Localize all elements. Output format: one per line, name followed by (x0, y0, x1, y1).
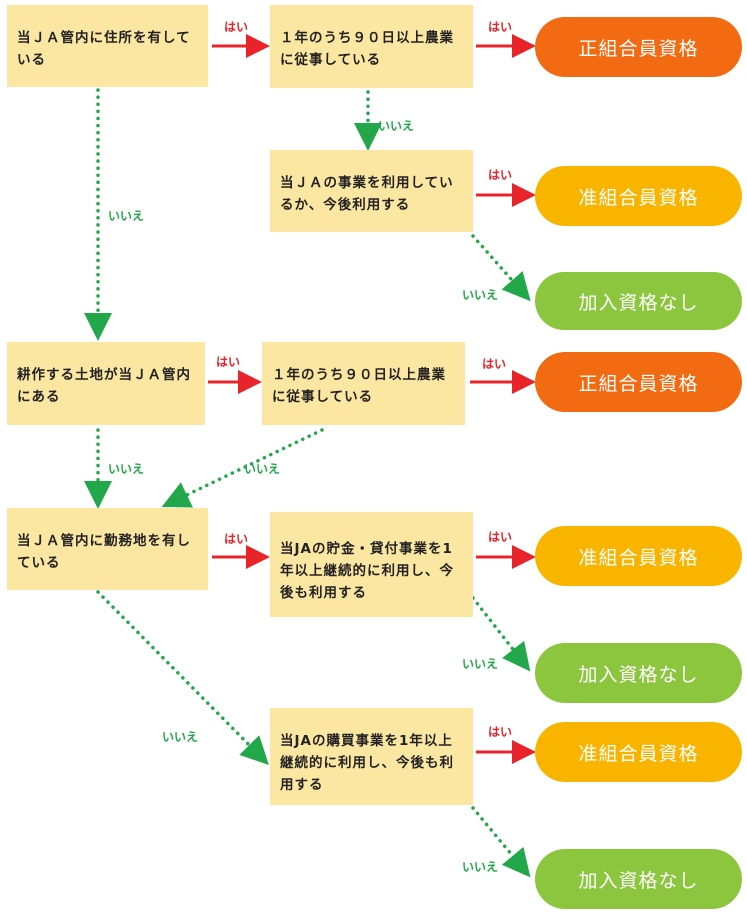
result-associate-member: 准組合員資格 (535, 722, 742, 782)
no-label: いいえ (462, 860, 499, 874)
result-full-member: 正組合員資格 (535, 17, 742, 77)
yes-label: はい (488, 530, 513, 544)
no-label: いいえ (462, 288, 499, 302)
no-label: いいえ (108, 462, 145, 476)
question-uses-ja-services: 当ＪＡの事業を利用しているか、今後利用する (270, 150, 473, 232)
no-label: いいえ (462, 657, 499, 671)
question-purchasing: 当JAの購買事業を1年以上継続的に利用し、今後も利用する (270, 708, 473, 805)
no-label: いいえ (244, 462, 281, 476)
no-label: いいえ (378, 119, 415, 133)
no-label: いいえ (162, 730, 199, 744)
result-not-eligible: 加入資格なし (535, 272, 742, 330)
result-associate-member: 准組合員資格 (535, 526, 742, 586)
question-savings-loans: 当JAの貯金・貸付事業を1年以上継続的に利用し、今後も利用する (270, 512, 473, 617)
yes-label: はい (488, 725, 513, 739)
yes-label: はい (224, 532, 249, 546)
question-workplace: 当ＪＡ管内に勤務地を有している (7, 508, 208, 590)
result-not-eligible: 加入資格なし (535, 643, 742, 703)
question-farming-90-days-2: １年のうち９０日以上農業に従事している (262, 342, 465, 425)
yes-label: はい (482, 357, 507, 371)
yes-label: はい (216, 355, 241, 369)
question-farming-90-days: １年のうち９０日以上農業に従事している (270, 5, 473, 88)
yes-label: はい (488, 20, 513, 34)
yes-label: はい (488, 168, 513, 182)
result-not-eligible: 加入資格なし (535, 849, 742, 909)
yes-label: はい (224, 20, 249, 34)
result-full-member: 正組合員資格 (535, 352, 742, 412)
question-residence: 当ＪＡ管内に住所を有している (7, 5, 208, 87)
question-farmland: 耕作する土地が当ＪＡ管内にある (7, 342, 205, 425)
no-label: いいえ (108, 209, 145, 223)
result-associate-member: 准組合員資格 (535, 166, 742, 226)
